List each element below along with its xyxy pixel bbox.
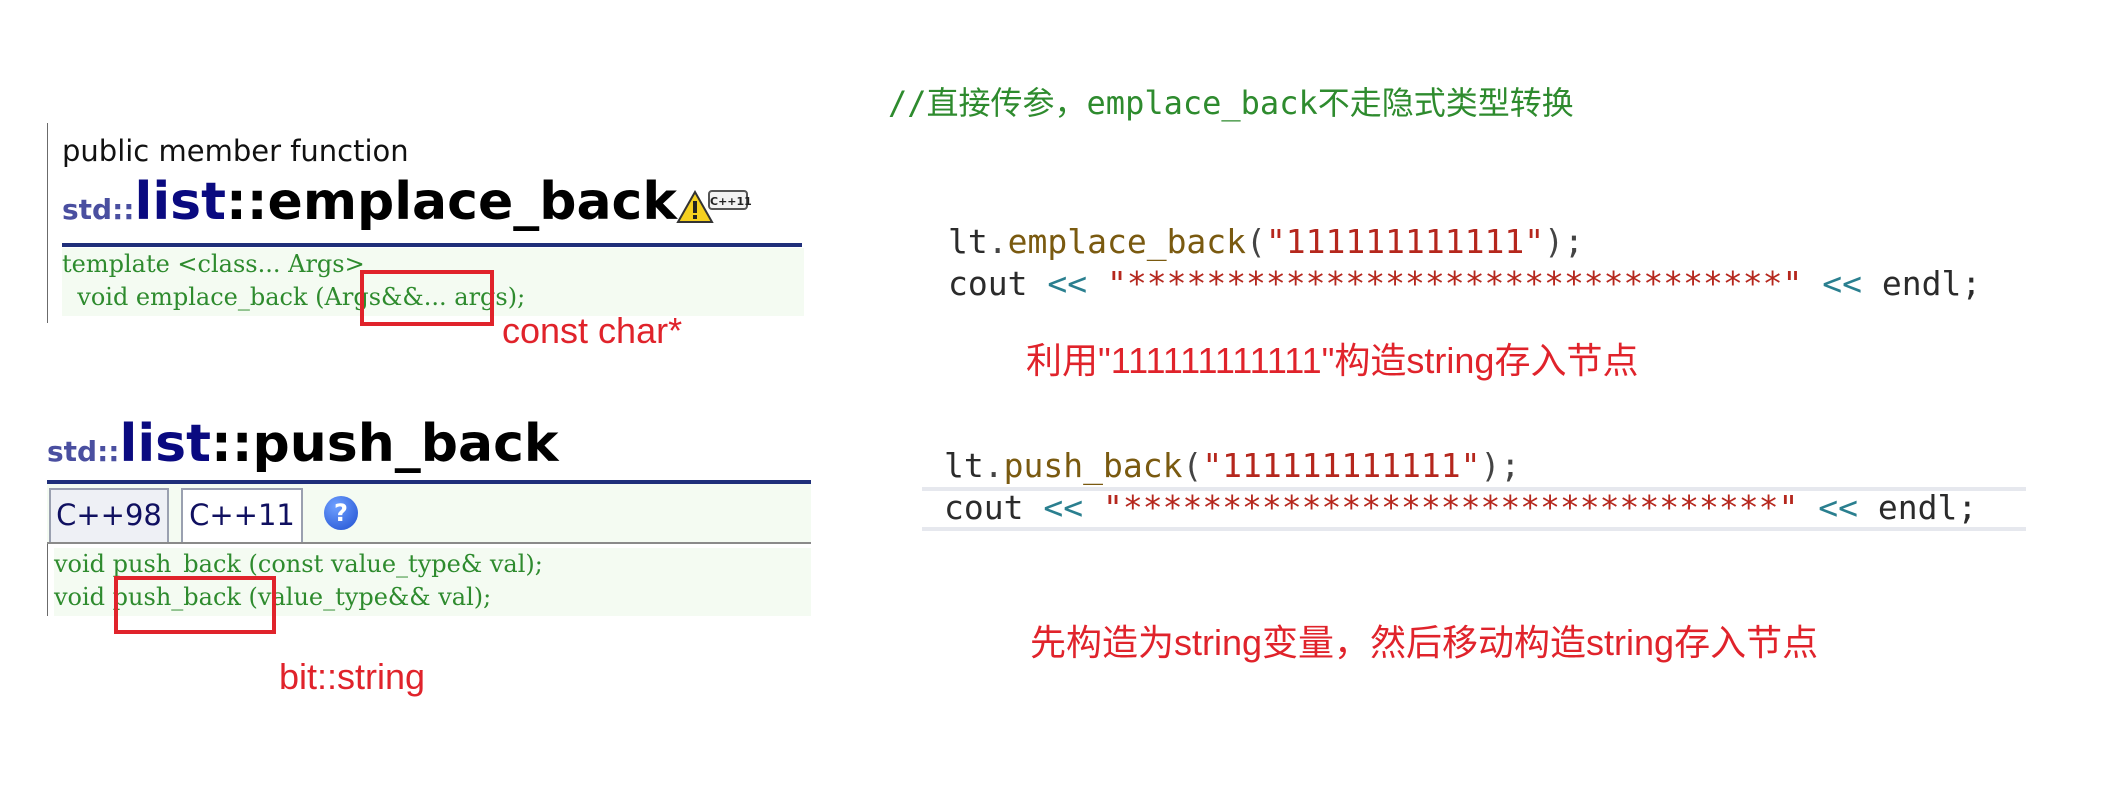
code-string-literal: "111111111111"	[1265, 222, 1545, 261]
emplace-back-declaration: template <class... Args> void emplace_ba…	[62, 248, 804, 316]
code-end: );	[1480, 446, 1521, 485]
code-endl: endl;	[1881, 264, 1982, 303]
code-stars-literal: "*********************************"	[1106, 264, 1803, 303]
title-class: list	[134, 172, 226, 232]
emplace-explanation-note: 利用"111111111111"构造string存入节点	[1026, 340, 1639, 381]
help-icon[interactable]: ?	[324, 496, 358, 530]
push-back-title: std::list::push_back	[47, 414, 559, 474]
emplace-type-note: const char*	[502, 310, 683, 351]
cpp11-badge-icon: C++11	[708, 190, 752, 210]
tab-cpp98[interactable]: C++98	[49, 488, 169, 542]
cout-line: cout << "*******************************…	[948, 264, 1981, 303]
code-operator: <<	[1047, 264, 1088, 303]
push-back-declaration: void push_back (const value_type& val); …	[54, 548, 811, 616]
declaration-line: void emplace_back (Args&&... args);	[62, 283, 526, 311]
cout-line: cout << "*******************************…	[944, 488, 1977, 527]
push-back-call-line: lt.push_back("111111111111");	[944, 446, 1521, 485]
code-endl: endl;	[1877, 488, 1978, 527]
code-cout: cout	[944, 488, 1024, 527]
emplace-back-call-line: lt.emplace_back("111111111111");	[948, 222, 1584, 261]
code-operator: <<	[1818, 488, 1858, 527]
warning-icon	[676, 190, 714, 223]
code-comment: //直接传参，emplace_back不走隐式类型转换	[888, 84, 1574, 122]
function-kind-label: public member function	[62, 134, 409, 168]
code-stars-literal: "*********************************"	[1102, 488, 1799, 527]
code-cout: cout	[948, 264, 1028, 303]
emplace-back-title: std::list::emplace_back	[62, 172, 677, 232]
code-object: lt	[948, 222, 988, 261]
push-title-rule	[47, 480, 811, 484]
code-string-literal: "111111111111"	[1202, 446, 1481, 485]
code-operator: <<	[1043, 488, 1084, 527]
code-function: push_back	[1003, 446, 1183, 485]
code-function: emplace_back	[1007, 222, 1247, 261]
code-object: lt	[944, 446, 984, 485]
left-border-push	[47, 544, 48, 616]
push-explanation-note: 先构造为string变量，然后移动构造string存入节点	[1030, 622, 1819, 663]
declaration-line: template <class... Args>	[62, 250, 365, 278]
push-back-highlight-box	[114, 576, 276, 634]
push-type-note: bit::string	[279, 656, 426, 697]
declaration-line: void push_back (const value_type& val);	[54, 550, 543, 578]
args-highlight-box	[360, 270, 494, 326]
code-end: );	[1544, 222, 1584, 261]
title-namespace: std::	[62, 193, 135, 226]
current-line-highlight-top	[922, 487, 2026, 491]
version-tab-strip	[47, 484, 811, 542]
declaration-line: void push_back (value_type&& val);	[54, 583, 492, 611]
title-member: ::push_back	[210, 414, 559, 474]
left-border-emplace	[47, 123, 48, 323]
current-line-highlight-bottom	[922, 527, 2026, 531]
title-member: ::emplace_back	[225, 172, 677, 232]
tab-separator	[47, 542, 811, 544]
emplace-title-rule	[62, 243, 802, 247]
title-namespace: std::	[47, 435, 120, 468]
title-class: list	[119, 414, 211, 474]
code-operator: <<	[1822, 264, 1862, 303]
tab-cpp11[interactable]: C++11	[181, 488, 303, 542]
